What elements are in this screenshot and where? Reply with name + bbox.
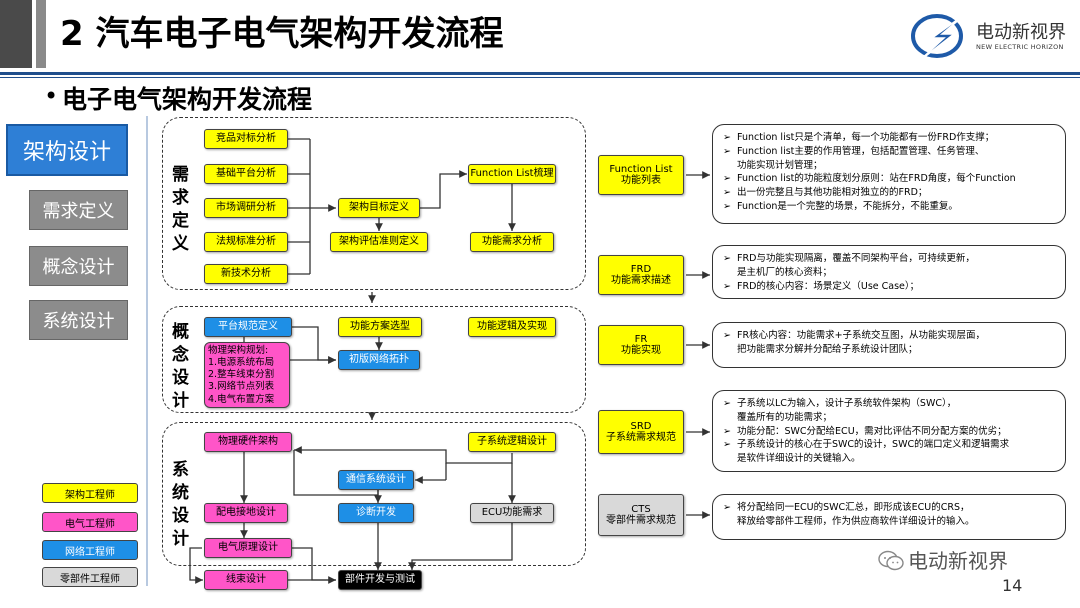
note-frd: ➢FRD与功能实现隔离，覆盖不同架构平台，可持续更新， 是主机厂的核心资料； ➢… <box>712 245 1066 299</box>
physical-plan-line: 1.电源系统布局 <box>208 357 275 369</box>
legend-network: 网络工程师 <box>42 540 138 560</box>
node-communication-design: 通信系统设计 <box>338 470 414 490</box>
header-divider-thin <box>0 77 1080 78</box>
node-ecu-requirement: ECU功能需求 <box>470 503 554 523</box>
phase-box-requirements <box>162 117 586 290</box>
output-line-1: FR <box>634 333 648 345</box>
node-platform-spec: 平台规范定义 <box>204 317 292 337</box>
output-frd: FRD 功能需求描述 <box>598 255 684 295</box>
note-text: Function list的功能粒度划分原则：站在FRD角度，每个Functio… <box>737 173 1016 185</box>
sidebar-item-label: 概念设计 <box>42 257 115 278</box>
note-text: Function list主要的作用管理，包括配置管理、任务管理、 <box>737 145 985 157</box>
note-text: 出一份完整且与其他功能相对独立的的FRD； <box>737 187 928 199</box>
node-new-tech-analysis: 新技术分析 <box>204 264 288 284</box>
physical-plan-line: 物理架构规划: <box>208 345 269 356</box>
note-text-cont: 是软件详细设计的关键输入。 <box>737 453 861 465</box>
note-text-cont: 覆盖所有的功能需求； <box>737 411 833 423</box>
note-fr: ➢FR核心内容：功能需求+子系统交互图，从功能实现层面， 把功能需求分解并分配给… <box>712 322 1066 368</box>
node-function-requirement: 功能需求分析 <box>470 232 554 252</box>
node-physical-hardware: 物理硬件架构 <box>204 432 292 452</box>
output-line-2: 零部件需求规范 <box>606 515 676 526</box>
sidebar-item-system[interactable]: 系统设计 <box>29 300 128 340</box>
node-market-research: 市场调研分析 <box>204 198 288 218</box>
output-line-1: CTS <box>631 503 651 515</box>
legend-electrical: 电气工程师 <box>42 512 138 532</box>
sidebar-item-label: 系统设计 <box>42 311 115 332</box>
node-evaluation-criteria: 架构评估准则定义 <box>330 232 428 252</box>
header-accent-bar <box>0 0 32 68</box>
note-text-cont: 释放给零部件工程师，作为供应商软件详细设计的输入。 <box>737 515 975 527</box>
output-line-2: 功能需求描述 <box>611 275 671 286</box>
note-text-cont: 是主机厂的核心资料； <box>737 266 833 278</box>
physical-plan-line: 2.整车线束分割 <box>208 369 275 381</box>
watermark-text: 电动新视界 <box>908 549 1008 573</box>
note-text-cont: 把功能需求分解并分配给子系统设计团队； <box>737 343 918 355</box>
phase-label-system: 系统设计 <box>168 460 188 552</box>
node-regulation-analysis: 法规标准分析 <box>204 232 288 252</box>
output-line-2: 子系统需求规范 <box>606 432 676 443</box>
note-text: 子系统设计的核心在于SWC的设计，SWC的端口定义和逻辑需求 <box>737 439 1010 451</box>
note-function-list: ➢Function list只是个清单，每一个功能都有一份FRD作支撑； ➢Fu… <box>712 124 1066 224</box>
node-competitor-benchmark: 竞品对标分析 <box>204 129 288 149</box>
bullet-dot: • <box>44 82 59 110</box>
output-line-1: SRD <box>630 420 652 432</box>
output-line-1: Function List <box>609 163 673 175</box>
note-text: FR核心内容：功能需求+子系统交互图，从功能实现层面， <box>737 330 986 341</box>
phase-box-system <box>162 422 586 566</box>
note-text: FRD与功能实现隔离，覆盖不同架构平台，可持续更新， <box>737 253 975 264</box>
note-text: 功能分配：SWC分配给ECU，需对比评估不同分配方案的优劣； <box>737 425 1007 437</box>
node-power-ground-design: 配电接地设计 <box>204 503 288 523</box>
node-solution-selection: 功能方案选型 <box>338 317 422 337</box>
note-text-cont: 功能实现计划管理； <box>737 159 823 171</box>
output-arrows <box>686 171 710 519</box>
node-architecture-target: 架构目标定义 <box>338 198 420 218</box>
note-text: 将分配给同一ECU的SWC汇总，即形成该ECU的CRS， <box>737 502 970 513</box>
logo-icon <box>910 8 972 64</box>
legend-component: 零部件工程师 <box>42 567 138 587</box>
sidebar-item-label: 需求定义 <box>42 201 115 222</box>
output-line-2: 功能实现 <box>621 345 661 356</box>
logo-text-cn: 电动新视界 <box>976 22 1066 43</box>
sidebar-divider <box>146 116 148 586</box>
legend-architect: 架构工程师 <box>42 483 138 503</box>
node-physical-architecture-plan: 物理架构规划: 1.电源系统布局 2.整车线束分割 3.网络节点列表 4.电气布… <box>204 342 290 408</box>
note-cts: ➢将分配给同一ECU的SWC汇总，即形成该ECU的CRS， 释放给零部件工程师，… <box>712 494 1066 540</box>
phase-label-concept: 概念设计 <box>168 322 188 414</box>
node-electrical-schematic: 电气原理设计 <box>204 538 292 558</box>
phase-label-requirements: 需求定义 <box>168 165 188 257</box>
physical-plan-line: 4.电气布置方案 <box>208 393 275 405</box>
section-subtitle: 电子电气架构开发流程 <box>62 85 313 114</box>
output-fr: FR 功能实现 <box>598 325 684 365</box>
output-cts: CTS 零部件需求规范 <box>598 494 684 536</box>
node-harness-design: 线束设计 <box>204 570 288 590</box>
wechat-icon <box>878 550 904 572</box>
node-subsystem-logic: 子系统逻辑设计 <box>468 432 556 452</box>
node-base-platform-analysis: 基础平台分析 <box>204 164 288 184</box>
node-diagnostics: 诊断开发 <box>338 503 414 523</box>
note-text: FRD的核心内容：场景定义（Use Case）； <box>737 280 920 292</box>
header-divider <box>0 72 1080 75</box>
output-line-2: 功能列表 <box>621 175 661 186</box>
note-text: Function list只是个清单，每一个功能都有一份FRD作支撑； <box>737 132 995 143</box>
sidebar-item-requirements[interactable]: 需求定义 <box>29 190 128 230</box>
sidebar-item-label: 架构设计 <box>22 140 111 165</box>
node-function-list: Function List梳理 <box>468 164 556 184</box>
page-title: 2 汽车电子电气架构开发流程 <box>60 14 504 54</box>
note-srd: ➢子系统以LC为输入，设计子系统软件架构（SWC）， 覆盖所有的功能需求； ➢功… <box>712 390 1066 472</box>
header-accent-bar-2 <box>36 0 46 68</box>
node-component-dev-test: 部件开发与测试 <box>338 570 422 590</box>
logo-text-en: NEW ELECTRIC HORIZON <box>976 43 1064 51</box>
node-function-logic: 功能逻辑及实现 <box>468 317 556 337</box>
note-text: Function是一个完整的场景，不能拆分，不能重复。 <box>737 200 958 212</box>
physical-plan-line: 3.网络节点列表 <box>208 381 275 393</box>
node-initial-topology: 初版网络拓扑 <box>338 350 420 370</box>
output-srd: SRD 子系统需求规范 <box>598 410 684 454</box>
sidebar-item-architecture[interactable]: 架构设计 <box>6 124 128 176</box>
note-text: 子系统以LC为输入，设计子系统软件架构（SWC）， <box>737 398 957 409</box>
page-number: 14 <box>1002 576 1023 595</box>
output-function-list: Function List 功能列表 <box>598 155 684 195</box>
output-line-1: FRD <box>630 263 652 275</box>
sidebar-item-concept[interactable]: 概念设计 <box>29 246 128 286</box>
